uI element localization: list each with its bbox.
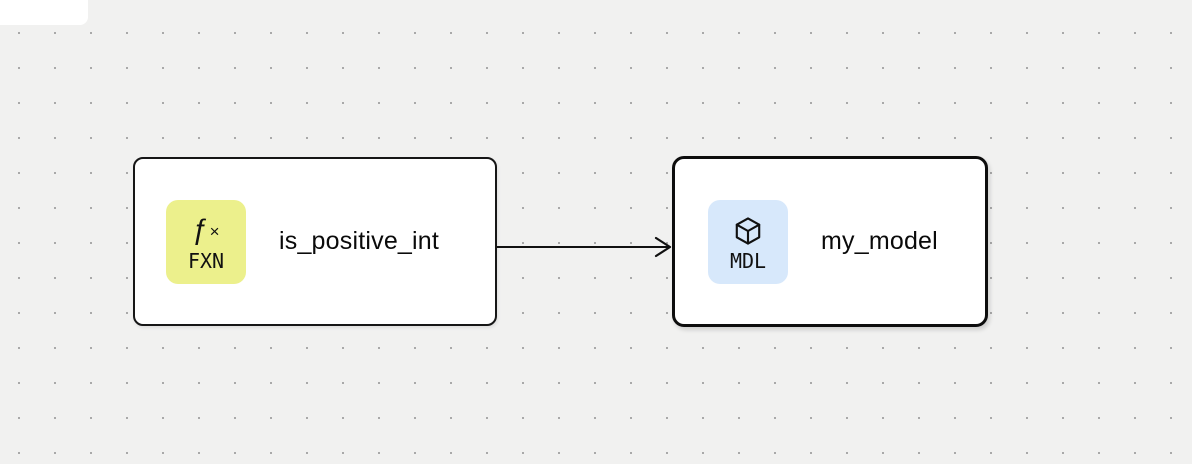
function-icon: ƒ× — [192, 212, 219, 250]
bottom-bar — [0, 464, 1192, 472]
model-badge: MDL — [708, 199, 788, 284]
panel-corner — [0, 0, 88, 25]
badge-tag-fxn: FXN — [187, 248, 225, 273]
node-my-model[interactable]: MDL my_model — [672, 156, 988, 327]
fx-glyph-f: ƒ — [192, 214, 209, 246]
function-badge: ƒ× FXN — [166, 199, 246, 284]
fx-glyph-x: × — [209, 222, 220, 241]
badge-tag-mdl: MDL — [729, 248, 767, 273]
node-label-my-model: my_model — [821, 227, 938, 255]
node-is-positive-int[interactable]: ƒ× FXN is_positive_int — [133, 157, 497, 326]
node-label-is-positive-int: is_positive_int — [279, 227, 440, 255]
cube-icon — [732, 212, 764, 250]
